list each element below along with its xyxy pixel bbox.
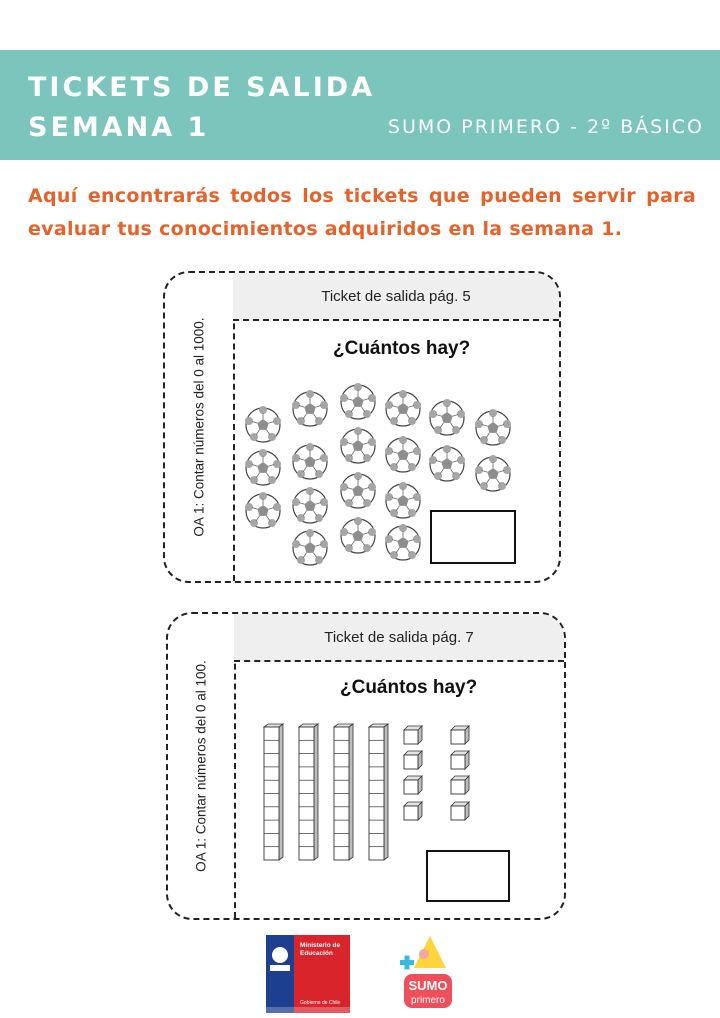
- soccer-ball-icon: [340, 472, 376, 509]
- sumo-primero-logo: SUMO primero: [400, 936, 452, 1008]
- exit-ticket-2: OA 1: Contar números del 0 al 100. Ticke…: [166, 612, 566, 920]
- logo-sumo-line1: SUMO: [409, 978, 448, 993]
- unit-cube-block: [403, 801, 423, 821]
- soccer-ball-icon: [475, 409, 511, 446]
- soccer-ball-icon: [385, 482, 421, 519]
- ticket-question: ¿Cuántos hay?: [333, 338, 471, 359]
- soccer-ball-icon: [292, 390, 328, 427]
- ticket-side-panel: OA 1: Contar números del 0 al 100.: [168, 614, 236, 918]
- soccer-ball-icon: [340, 383, 376, 420]
- soccer-ball-icon: [475, 455, 511, 492]
- unit-cube-block: [450, 750, 470, 770]
- soccer-ball-icon: [245, 406, 281, 443]
- logo-footer: Gobierno de Chile: [300, 1000, 341, 1006]
- answer-box[interactable]: [426, 850, 510, 902]
- ten-rod-block: [262, 723, 285, 861]
- answer-box[interactable]: [430, 510, 516, 564]
- base-ten-blocks-illustration: [262, 723, 470, 861]
- soccer-ball-icon: [429, 445, 465, 482]
- soccer-ball-icon: [340, 427, 376, 464]
- soccer-ball-icon: [385, 390, 421, 427]
- ten-rod-block: [332, 723, 355, 861]
- exit-ticket-1: OA 1: Contar números del 0 al 1000. Tick…: [163, 271, 561, 583]
- soccer-ball-icon: [385, 524, 421, 561]
- logo-text-line1: Ministerio de: [300, 942, 340, 949]
- ministerio-educacion-logo: Ministerio de Educación Gobierno de Chil…: [266, 935, 350, 1013]
- ten-rod-block: [297, 723, 320, 861]
- header-banner: TICKETS DE SALIDA SEMANA 1 SUMO PRIMERO …: [0, 50, 720, 160]
- soccer-ball-icon: [340, 517, 376, 554]
- ticket-header: Ticket de salida pág. 7: [234, 614, 564, 662]
- logo-sumo-line2: primero: [411, 995, 445, 1006]
- ticket-question: ¿Cuántos hay?: [340, 677, 478, 698]
- unit-cube-block: [450, 725, 470, 745]
- soccer-ball-icon: [292, 529, 328, 566]
- unit-cube-block: [403, 775, 423, 795]
- soccer-ball-icon: [429, 399, 465, 436]
- ticket-side-panel: OA 1: Contar números del 0 al 1000.: [165, 273, 235, 581]
- soccer-ball-icon: [385, 436, 421, 473]
- soccer-balls-illustration: [245, 383, 511, 566]
- ticket-header: Ticket de salida pág. 5: [233, 273, 559, 321]
- unit-cube-block: [403, 750, 423, 770]
- soccer-ball-icon: [292, 443, 328, 480]
- unit-cube-block: [450, 801, 470, 821]
- unit-cube-block: [450, 775, 470, 795]
- intro-text: Aquí encontrarás todos los tickets que p…: [28, 185, 696, 240]
- soccer-ball-icon: [292, 487, 328, 524]
- page-subtitle: SUMO PRIMERO - 2º BÁSICO: [387, 116, 704, 138]
- soccer-ball-icon: [245, 492, 281, 529]
- ticket-objective-label: OA 1: Contar números del 0 al 1000.: [191, 317, 207, 537]
- ticket-objective-label: OA 1: Contar números del 0 al 100.: [193, 660, 209, 872]
- soccer-ball-icon: [245, 449, 281, 486]
- unit-cube-block: [403, 725, 423, 745]
- page-title-line2: SEMANA 1: [28, 112, 210, 143]
- ten-rod-block: [367, 723, 390, 861]
- logo-text-line2: Educación: [300, 950, 333, 957]
- page-title-line1: TICKETS DE SALIDA: [28, 72, 376, 103]
